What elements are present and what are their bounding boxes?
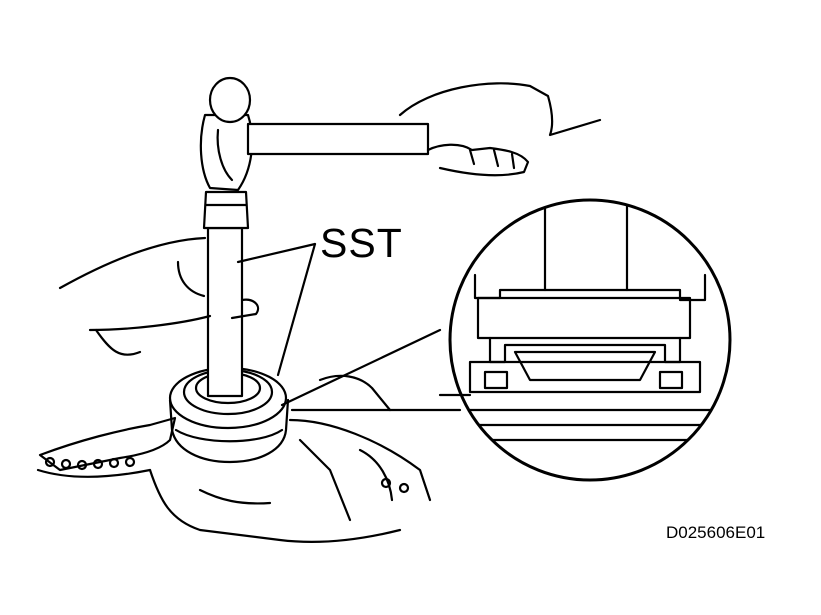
hand-icon: [58, 236, 260, 356]
bearing-icon: [168, 366, 290, 464]
hand-icon: [398, 82, 602, 177]
hammer-icon: [199, 76, 430, 192]
sst-callout-label: SST: [320, 220, 403, 266]
transmission-case: [36, 374, 432, 544]
magnified-detail-icon: [280, 198, 732, 482]
tool-shaft-icon: [202, 190, 250, 398]
figure-code: D025606E01: [666, 523, 766, 542]
sst-leader-lines: [236, 242, 317, 377]
